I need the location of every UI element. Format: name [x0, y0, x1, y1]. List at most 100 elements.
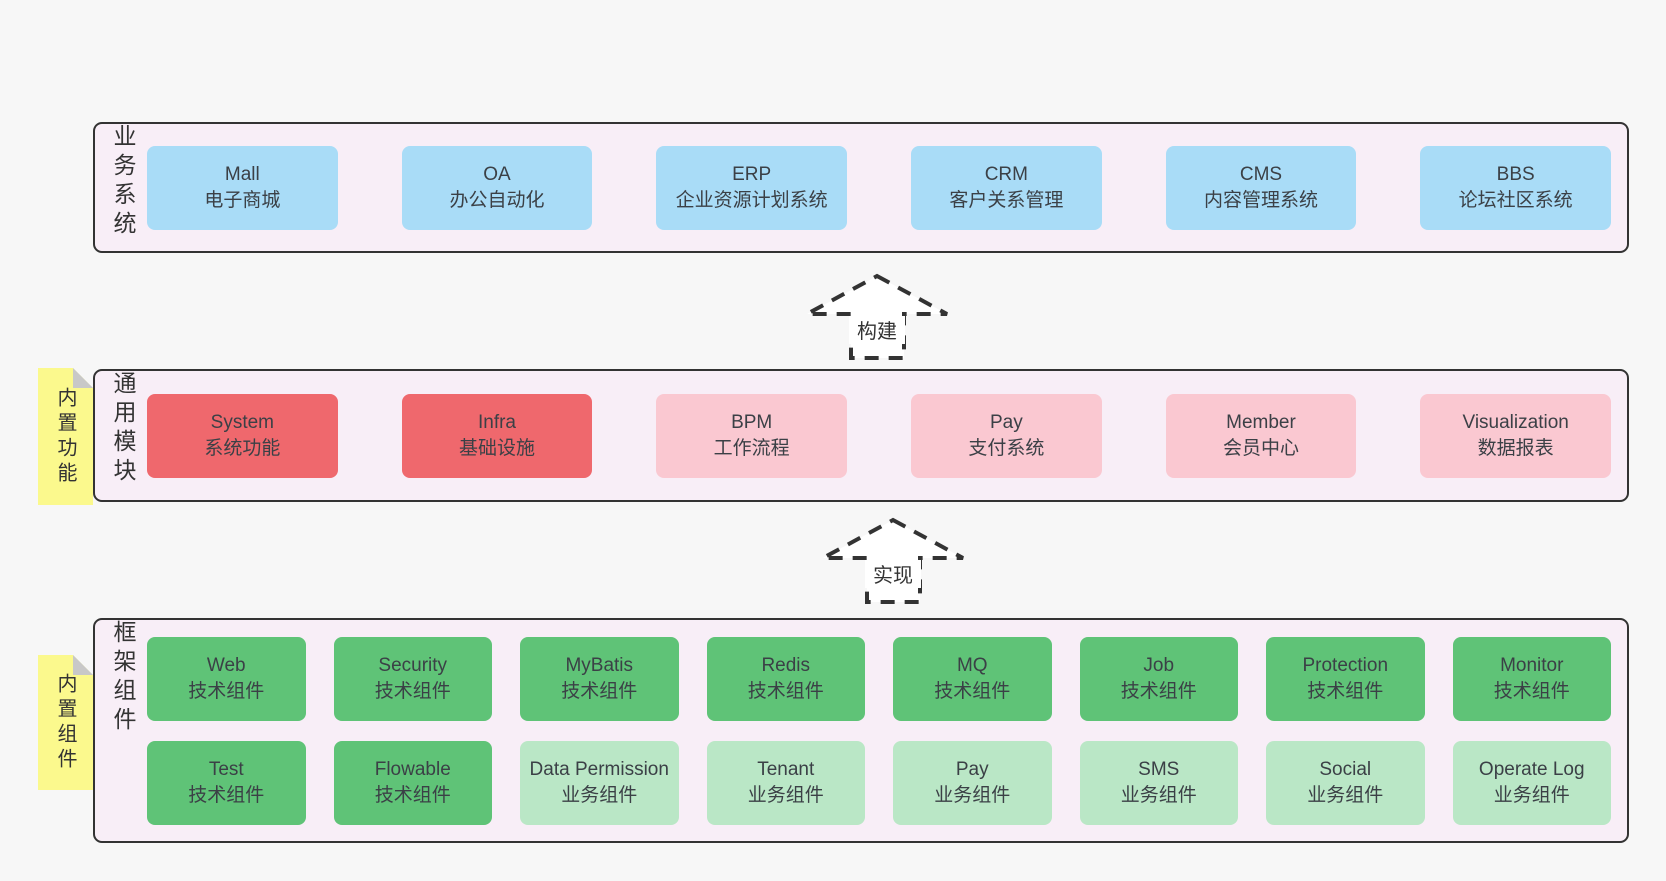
box-subtitle: 工作流程: [713, 437, 790, 459]
box-title: OA: [483, 164, 511, 186]
diagram-box-redis: Redis 技术组件: [706, 636, 865, 721]
diagram-box-oa: OA 办公自动化: [401, 145, 593, 230]
sticky-note-label: 内置功能: [54, 386, 76, 487]
box-title: Protection: [1302, 655, 1389, 677]
diagram-box-mq: MQ 技术组件: [893, 636, 1052, 721]
diagram-box-member: Member 会员中心: [1165, 393, 1357, 478]
sticky-note-label: 内置组件: [54, 672, 76, 773]
box-subtitle: 办公自动化: [449, 189, 545, 211]
box-title: Pay: [955, 759, 989, 781]
box-subtitle: 技术组件: [1493, 680, 1570, 702]
diagram-box-data-permission: Data Permission 业务组件: [520, 740, 679, 825]
build-arrow-label: 构建: [857, 320, 897, 343]
diagram-box-web: Web 技术组件: [147, 636, 306, 721]
box-title: Test: [208, 759, 244, 781]
layer-common-modules: 通用模块 System 系统功能 Infra 基础设施 BPM 工作流程 Pay 支付系统 Me…: [93, 369, 1629, 502]
diagram-box-crm: CRM 客户关系管理: [911, 145, 1102, 230]
box-title: System: [210, 412, 274, 434]
box-title: BBS: [1496, 164, 1535, 186]
build-arrow-label-bg: [849, 316, 905, 344]
diagram-box-visualization: Visualization 数据报表: [1420, 393, 1611, 478]
box-title: Data Permission: [529, 759, 669, 781]
box-title: ERP: [732, 164, 772, 186]
box-title: Member: [1226, 412, 1296, 434]
diagram-box-bpm: BPM 工作流程: [656, 393, 847, 478]
diagram-box-cms: CMS 内容管理系统: [1165, 145, 1357, 230]
diagram-box-operate-log: Operate Log 业务组件: [1452, 740, 1611, 825]
layer-business-systems: 业务系统 Mall 电子商城 OA 办公自动化 ERP 企业资源计划系统 CRM 客户关系管理…: [93, 122, 1629, 253]
box-title: Monitor: [1500, 655, 1564, 677]
box-subtitle: 企业资源计划系统: [675, 189, 828, 211]
box-subtitle: 基础设施: [458, 437, 535, 459]
diagram-box-system: System 系统功能: [147, 393, 338, 478]
implement-arrow-label-bg: [865, 560, 921, 588]
box-title: Visualization: [1462, 412, 1569, 434]
box-subtitle: 业务组件: [1493, 784, 1570, 806]
box-title: Social: [1319, 759, 1372, 781]
box-title: Infra: [477, 412, 516, 434]
diagram-box-test: Test 技术组件: [147, 740, 306, 825]
box-subtitle: 会员中心: [1222, 437, 1299, 459]
box-subtitle: 业务组件: [1120, 784, 1197, 806]
box-subtitle: 技术组件: [188, 680, 265, 702]
diagram-box-mybatis: MyBatis 技术组件: [520, 636, 679, 721]
box-subtitle: 技术组件: [934, 680, 1011, 702]
box-title: CMS: [1239, 164, 1283, 186]
diagram-box-social: Social 业务组件: [1266, 740, 1425, 825]
diagram-box-security: Security 技术组件: [333, 636, 492, 721]
box-title: Security: [378, 655, 448, 677]
diagram-box-tenant: Tenant 业务组件: [706, 740, 865, 825]
box-title: Pay: [989, 412, 1023, 434]
box-title: Job: [1143, 655, 1175, 677]
diagram-box-flowable: Flowable 技术组件: [333, 740, 492, 825]
diagram-box-erp: ERP 企业资源计划系统: [656, 145, 847, 230]
box-subtitle: 技术组件: [1307, 680, 1384, 702]
box-subtitle: 业务组件: [1307, 784, 1384, 806]
business-boxes-grid: Mall 电子商城 OA 办公自动化 ERP 企业资源计划系统 CRM 客户关系管理 CMS 内容…: [147, 124, 1611, 251]
layer-label-modules: 通用模块: [110, 371, 136, 487]
box-title: Redis: [761, 655, 811, 677]
box-subtitle: 技术组件: [374, 784, 451, 806]
box-title: Flowable: [374, 759, 451, 781]
diagram-box-mall: Mall 电子商城: [147, 145, 338, 230]
box-title: Operate Log: [1478, 759, 1585, 781]
diagram-box-sms: SMS 业务组件: [1079, 740, 1238, 825]
box-title: Tenant: [757, 759, 815, 781]
box-title: MQ: [956, 655, 988, 677]
box-subtitle: 数据报表: [1477, 437, 1554, 459]
box-title: Web: [206, 655, 246, 677]
diagram-box-protection: Protection 技术组件: [1266, 636, 1425, 721]
build-arrow: 构建: [806, 273, 948, 360]
layer-label-components: 框架组件: [110, 620, 136, 736]
diagram-box-pay: Pay 支付系统: [911, 393, 1102, 478]
box-subtitle: 技术组件: [188, 784, 265, 806]
implement-arrow: 实现: [822, 517, 964, 604]
box-subtitle: 系统功能: [204, 437, 281, 459]
box-title: Mall: [224, 164, 260, 186]
box-subtitle: 技术组件: [747, 680, 824, 702]
layer-label-business: 业务系统: [110, 124, 136, 240]
box-subtitle: 业务组件: [561, 784, 638, 806]
box-subtitle: 客户关系管理: [949, 189, 1064, 211]
box-subtitle: 电子商城: [204, 189, 281, 211]
box-subtitle: 技术组件: [561, 680, 638, 702]
box-subtitle: 内容管理系统: [1203, 189, 1318, 211]
sticky-note-built-in-components: 内置组件: [38, 655, 93, 790]
box-title: SMS: [1138, 759, 1180, 781]
box-subtitle: 支付系统: [968, 437, 1045, 459]
diagram-box-monitor: Monitor 技术组件: [1452, 636, 1611, 721]
box-title: CRM: [984, 164, 1028, 186]
box-subtitle: 业务组件: [747, 784, 824, 806]
implement-arrow-label: 实现: [873, 564, 913, 587]
box-title: BPM: [731, 412, 773, 434]
sticky-note-built-in-features: 内置功能: [38, 368, 93, 505]
box-subtitle: 技术组件: [374, 680, 451, 702]
box-subtitle: 业务组件: [934, 784, 1011, 806]
modules-boxes-grid: System 系统功能 Infra 基础设施 BPM 工作流程 Pay 支付系统 Member 会…: [147, 371, 1611, 500]
diagram-box-infra: Infra 基础设施: [401, 393, 593, 478]
box-title: MyBatis: [565, 655, 634, 677]
